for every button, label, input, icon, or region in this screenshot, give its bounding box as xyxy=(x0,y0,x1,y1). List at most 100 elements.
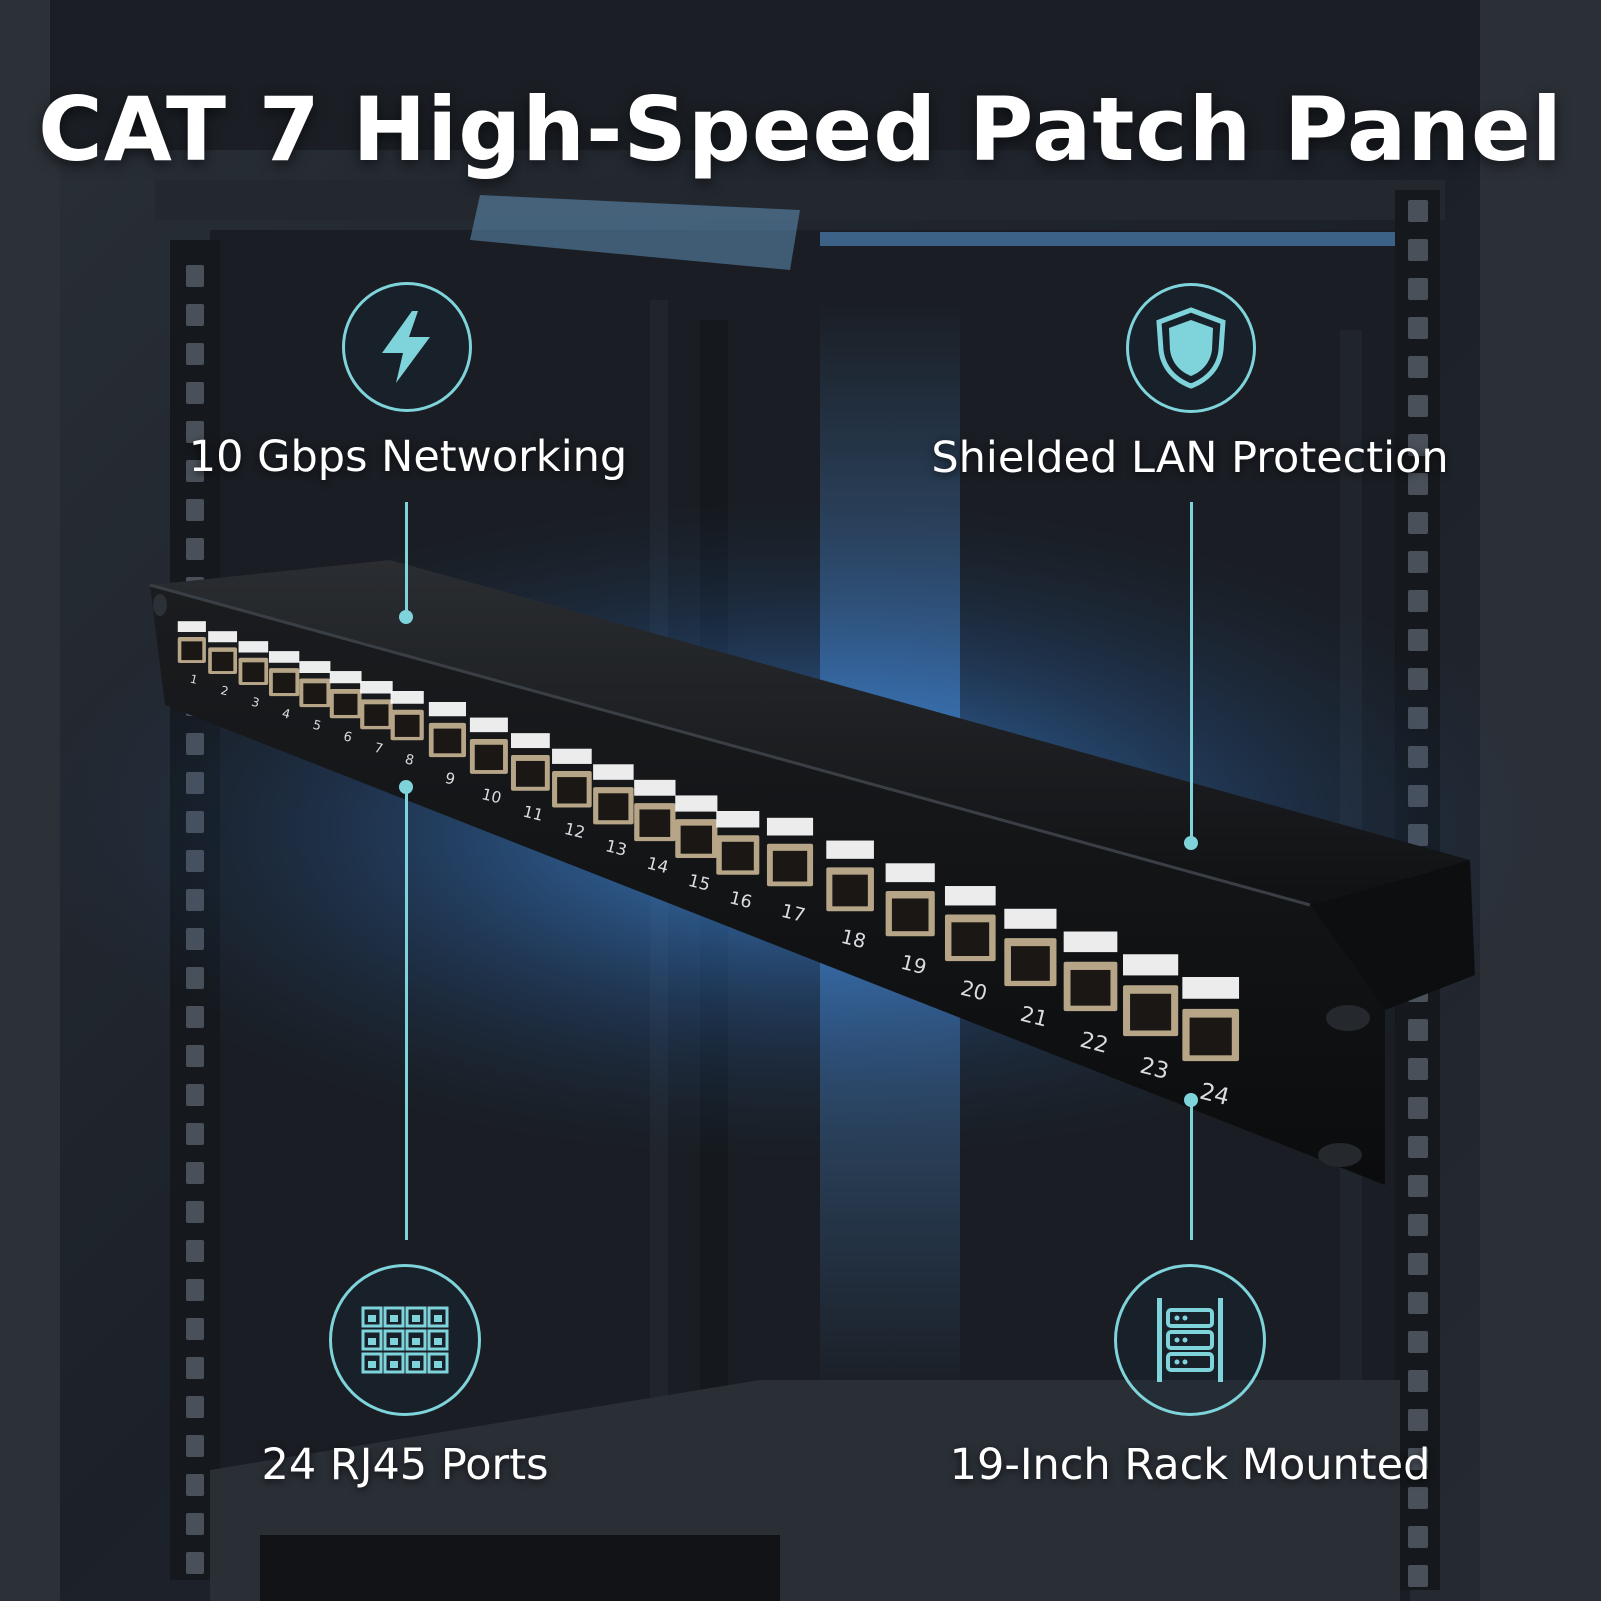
mini-port-outline xyxy=(427,1329,449,1351)
port-number: 12 xyxy=(562,819,587,842)
mini-port-outline xyxy=(383,1306,405,1328)
rail-hole xyxy=(186,1396,204,1418)
mini-port-fill xyxy=(434,1361,442,1368)
rail-hole xyxy=(1408,1136,1428,1158)
rj45-port-opening xyxy=(832,874,868,907)
rail-hole xyxy=(1408,1253,1428,1275)
rj45-port-opening xyxy=(515,760,545,787)
rj45-port-opening xyxy=(364,704,389,726)
rj45-port-opening xyxy=(639,809,671,837)
shield-icon xyxy=(1156,307,1226,389)
mini-port-outline xyxy=(383,1329,405,1351)
mini-port-fill xyxy=(434,1338,442,1345)
rail-hole xyxy=(1408,1409,1428,1431)
mini-port-fill xyxy=(434,1315,442,1322)
rj45-port-opening xyxy=(181,641,203,661)
port-number: 13 xyxy=(604,836,629,860)
rail-hole xyxy=(1408,590,1428,612)
mini-port-fill xyxy=(368,1361,376,1368)
mini-port-fill xyxy=(390,1361,398,1368)
port-label-strip xyxy=(469,717,508,733)
rail-hole xyxy=(186,382,204,404)
port-number: 8 xyxy=(403,751,415,769)
rj45-port-opening xyxy=(394,714,420,737)
rj45-port-opening xyxy=(474,744,504,771)
rail-hole xyxy=(186,1435,204,1457)
rail-hole xyxy=(186,343,204,365)
port-number: 10 xyxy=(480,785,504,807)
rj45-port-opening xyxy=(272,672,296,694)
rj45-port-opening xyxy=(951,922,990,956)
port-label-strip xyxy=(885,863,935,883)
mini-port-fill xyxy=(412,1315,420,1322)
rail-hole xyxy=(186,460,204,482)
port-label-strip xyxy=(1182,977,1240,999)
rail-hole xyxy=(186,1357,204,1379)
rj45-port-opening xyxy=(891,898,929,932)
ports-feature-label: 24 RJ45 Ports xyxy=(261,1440,549,1490)
mini-port-outline xyxy=(383,1352,405,1374)
rail-hole xyxy=(1408,1331,1428,1353)
rail-hole xyxy=(1408,1175,1428,1197)
rail-hole xyxy=(186,265,204,287)
port-number: 7 xyxy=(373,741,385,758)
rail-hole xyxy=(1408,1487,1428,1509)
speed-connector-line xyxy=(405,502,408,612)
port-label-strip xyxy=(177,621,206,632)
rack-feature-badge xyxy=(1114,1264,1266,1416)
port-label-strip xyxy=(634,779,676,796)
port-label-strip xyxy=(268,651,300,663)
rj45-port-opening xyxy=(333,693,358,715)
rail-hole xyxy=(186,1045,204,1067)
port-label-strip xyxy=(944,886,996,906)
rail-hole xyxy=(186,304,204,326)
rail-hole xyxy=(186,1279,204,1301)
mini-port-fill xyxy=(412,1361,420,1368)
lightning-bolt-icon xyxy=(382,311,430,383)
mini-port-fill xyxy=(368,1315,376,1322)
rail-hole xyxy=(1408,1292,1428,1314)
mini-port-outline xyxy=(427,1306,449,1328)
rj45-port-opening xyxy=(433,728,462,754)
rail-hole xyxy=(1408,434,1428,456)
mini-port-outline xyxy=(361,1306,383,1328)
port-label-strip xyxy=(1004,908,1057,929)
rail-hole xyxy=(1408,473,1428,495)
mini-port-outline xyxy=(405,1329,427,1351)
port-label-strip xyxy=(428,702,466,717)
mini-port-fill xyxy=(390,1315,398,1322)
port-label-strip xyxy=(766,817,814,836)
page-title: CAT 7 High-Speed Patch Panel xyxy=(38,78,1563,181)
speed-feature-label: 10 Gbps Networking xyxy=(188,432,628,482)
rail-hole xyxy=(186,421,204,443)
rail-hole xyxy=(186,1123,204,1145)
port-label-strip xyxy=(390,691,424,704)
rail-hole xyxy=(186,538,204,560)
mini-port-fill xyxy=(368,1338,376,1345)
rj45-port-opening xyxy=(211,651,234,672)
port-number: 5 xyxy=(311,717,322,734)
rail-hole xyxy=(1408,1448,1428,1470)
server-rack-icon xyxy=(1157,1298,1223,1382)
ports-connector-dot xyxy=(399,780,413,794)
rail-hole xyxy=(1408,317,1428,339)
rj45-port-opening xyxy=(721,841,754,871)
port-label-strip xyxy=(1063,931,1118,953)
rj45-port-opening xyxy=(303,683,327,704)
port-label-strip xyxy=(329,671,362,684)
mini-port-outline xyxy=(405,1352,427,1374)
rail-hole xyxy=(186,1474,204,1496)
shield-feature-label: Shielded LAN Protection xyxy=(931,433,1449,483)
rail-hole xyxy=(1408,1058,1428,1080)
rj45-port-opening xyxy=(680,825,713,854)
port-label-strip xyxy=(675,795,718,812)
rail-hole xyxy=(1408,239,1428,261)
port-number: 1 xyxy=(189,672,199,687)
rail-hole xyxy=(1408,551,1428,573)
speed-feature-badge xyxy=(342,282,472,412)
rj45-port-opening xyxy=(557,777,587,804)
port-grid-icon xyxy=(361,1306,449,1374)
rack-feature-label: 19-Inch Rack Mounted xyxy=(949,1440,1431,1490)
rail-hole xyxy=(1408,1097,1428,1119)
